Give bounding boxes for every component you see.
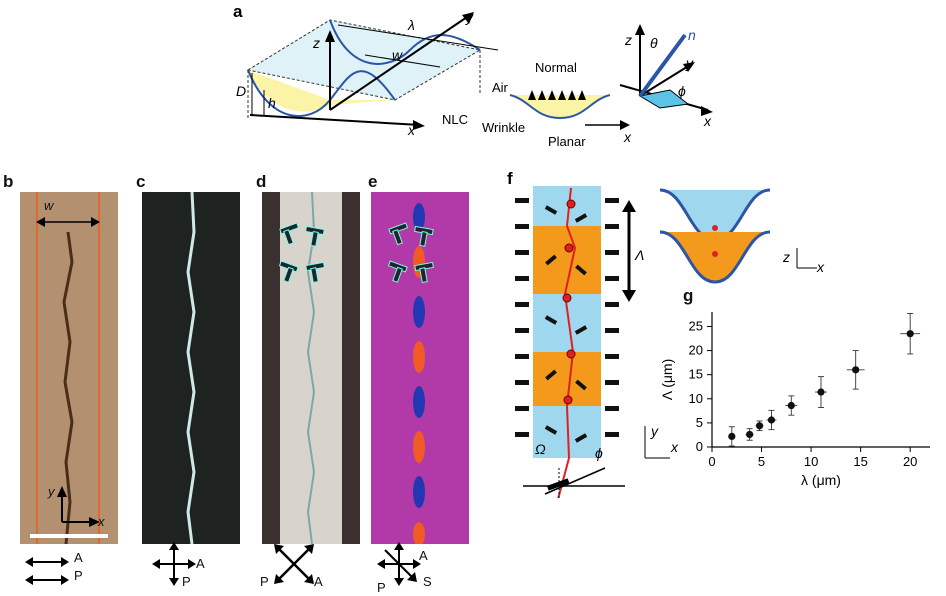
nlc-label: NLC	[442, 112, 468, 127]
svg-text:z: z	[624, 32, 632, 48]
svg-text:y: y	[685, 55, 694, 71]
svg-text:z: z	[782, 249, 790, 265]
wrinkle-label: Wrinkle	[482, 120, 525, 135]
x-tick-label: 5	[758, 454, 765, 469]
data-point	[746, 431, 753, 438]
phi-f-label: ϕ	[595, 445, 603, 461]
cross-x-label: x	[623, 129, 632, 145]
data-point	[788, 402, 795, 409]
birefringence-domains	[413, 203, 425, 544]
y-axis-label: Λ (μm)	[659, 359, 675, 401]
y-tick-label: 15	[689, 367, 703, 382]
micrograph-d	[262, 192, 360, 544]
air-label: Air	[492, 80, 509, 95]
micrograph-e	[371, 192, 469, 544]
panel-c: c A P	[130, 170, 245, 590]
data-point	[728, 433, 735, 440]
panel-e-label: e	[368, 172, 377, 192]
polarizer-b	[25, 552, 115, 592]
x-label: x	[407, 122, 416, 138]
z-label: z	[312, 35, 320, 51]
panel-c-label: c	[136, 172, 145, 192]
micrograph-b: w y x	[20, 192, 118, 544]
panel-d-label: d	[256, 172, 266, 192]
data-point	[756, 422, 763, 429]
data-point	[768, 416, 775, 423]
x-tick-label: 20	[903, 454, 917, 469]
x-tick-label: 15	[853, 454, 867, 469]
y-label: y	[465, 9, 474, 25]
svg-text:x: x	[703, 113, 712, 129]
y-tick-label: 10	[689, 391, 703, 406]
lambda-chart: 0 5 10 15 20 0 5 10 15 20 25 λ (μm) Λ (μm)	[640, 282, 940, 492]
n-label: n	[688, 27, 696, 43]
data-point	[817, 388, 824, 395]
panel-a: a z x y λ w D h Normal Air NLC Wrinkle P…	[230, 0, 730, 150]
cross-section-orange	[660, 232, 770, 282]
polarizer-d	[272, 542, 332, 592]
data-point	[852, 366, 859, 373]
y-tick-label: 20	[689, 343, 703, 358]
normal-label: Normal	[535, 60, 577, 75]
y-tick-label: 0	[696, 439, 703, 454]
x-tick-label: 10	[804, 454, 818, 469]
Lambda-label: Λ	[634, 247, 644, 263]
y-tick-label: 25	[689, 318, 703, 333]
panel-e: e A S P	[365, 170, 485, 590]
planar-label: Planar	[548, 134, 586, 149]
panel-b: b w y x A P	[0, 170, 125, 590]
scale-bar	[30, 534, 108, 538]
panel-b-label: b	[3, 172, 13, 192]
panel-d: d P A	[250, 170, 365, 590]
phi-label: ϕ	[678, 83, 686, 99]
Omega-label: Ω	[535, 441, 546, 457]
director-diagram: z n θ y ϕ x	[620, 24, 713, 129]
x-axis	[250, 115, 420, 125]
y-tick-label: 5	[696, 415, 703, 430]
panel-a-label: a	[233, 2, 243, 21]
D-label: D	[236, 83, 246, 99]
lambda-label: λ	[407, 17, 415, 33]
x-axis-label: λ (μm)	[801, 472, 841, 488]
panel-f-label: f	[507, 169, 513, 188]
w-label: w	[392, 47, 403, 63]
theta-label: θ	[650, 35, 658, 51]
x-tick-label: 0	[708, 454, 715, 469]
svg-text:x: x	[816, 259, 825, 275]
micrograph-c	[142, 192, 240, 544]
h-label: h	[268, 95, 276, 111]
data-point	[907, 330, 914, 337]
